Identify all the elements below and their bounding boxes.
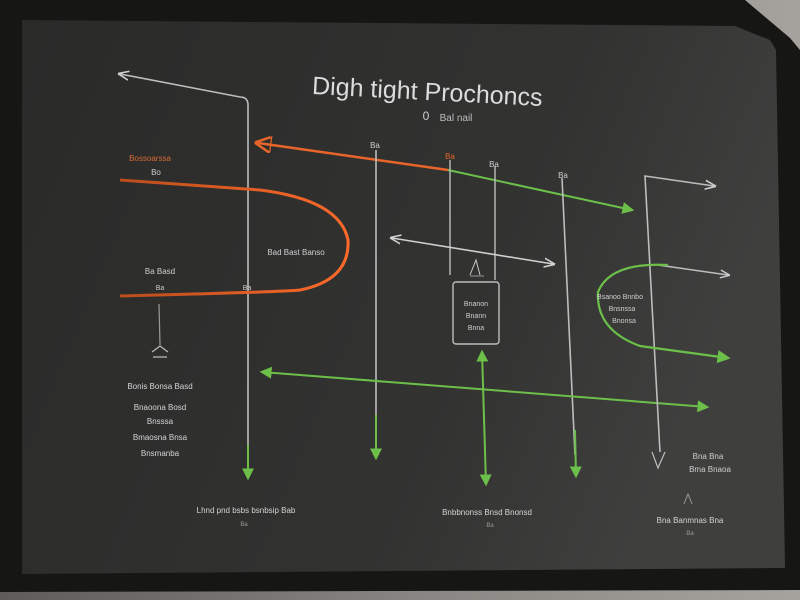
subtitle-glyph: 0 — [423, 109, 430, 123]
bottom-left-sub: Ba — [240, 522, 248, 528]
diagram-subtitle: Bal nail — [440, 113, 473, 124]
left-connector-cap — [151, 345, 169, 358]
right-stack-2: Bma Bnaoa — [689, 465, 731, 474]
left-stack-3: Bnsssa — [147, 417, 174, 426]
right-small-mark — [683, 492, 693, 505]
bottom-right-label: Bna Banmnas Bna — [657, 516, 724, 525]
left-loop-label: Bad Bast Banso — [267, 248, 325, 257]
gray-return-line — [120, 74, 249, 460]
mid-left-small: Ba — [243, 285, 252, 292]
long-green-arrow — [259, 366, 710, 413]
center-tick — [469, 258, 481, 276]
right-stack-1: Bna Bna — [693, 452, 724, 461]
top-label-3: Ba — [489, 160, 499, 169]
top-label-1: Ba — [370, 141, 380, 150]
right-loop-1: Bsanoo Bnnbo — [597, 294, 643, 301]
bottom-left-label: Lhnd pnd bsbs bsnbsip Bab — [197, 506, 296, 515]
bottom-right-sub: Ba — [686, 531, 694, 537]
right-glyph — [651, 451, 666, 470]
right-gray-branch — [644, 175, 714, 453]
center-box-line-1: Bnanon — [464, 301, 488, 308]
center-box — [452, 281, 500, 345]
right-loop-2: Bnsnssa — [609, 306, 636, 313]
right-loop-3: Bnonsa — [612, 318, 636, 325]
center-box-line-2: Bnann — [466, 313, 486, 320]
double-gray-arrow — [392, 238, 553, 264]
green-loop — [596, 263, 731, 364]
orange-loop — [119, 178, 350, 298]
center-box-line-3: Bnna — [468, 325, 484, 332]
left-stack-5: Bnsmanba — [141, 449, 180, 458]
orange-feedback-arrow — [258, 143, 449, 172]
bottom-center-sub: Ba — [486, 523, 494, 529]
left-group-a-2: Bo — [151, 168, 161, 177]
bottom-center-label: Bnbbnonss Bnsd Bnonsd — [442, 508, 532, 517]
board-glare — [22, 20, 785, 574]
left-stack-2: Bnaoona Bosd — [134, 403, 187, 412]
top-label-2: Ba — [445, 152, 455, 161]
left-stack-1: Bonis Bonsa Basd — [127, 382, 192, 391]
left-stack-4: Bmaosna Bnsa — [133, 433, 188, 442]
left-connector — [158, 303, 161, 346]
left-group-a-1: Bossoarssa — [129, 154, 171, 163]
green-forward-arrow — [447, 169, 635, 214]
left-group-b-1: Ba Basd — [145, 267, 175, 276]
top-label-4: Ba — [558, 171, 568, 180]
left-group-b-2: Ba — [156, 285, 165, 292]
vline-4-arrow — [569, 429, 582, 479]
right-gray-arrow-2 — [657, 264, 728, 275]
